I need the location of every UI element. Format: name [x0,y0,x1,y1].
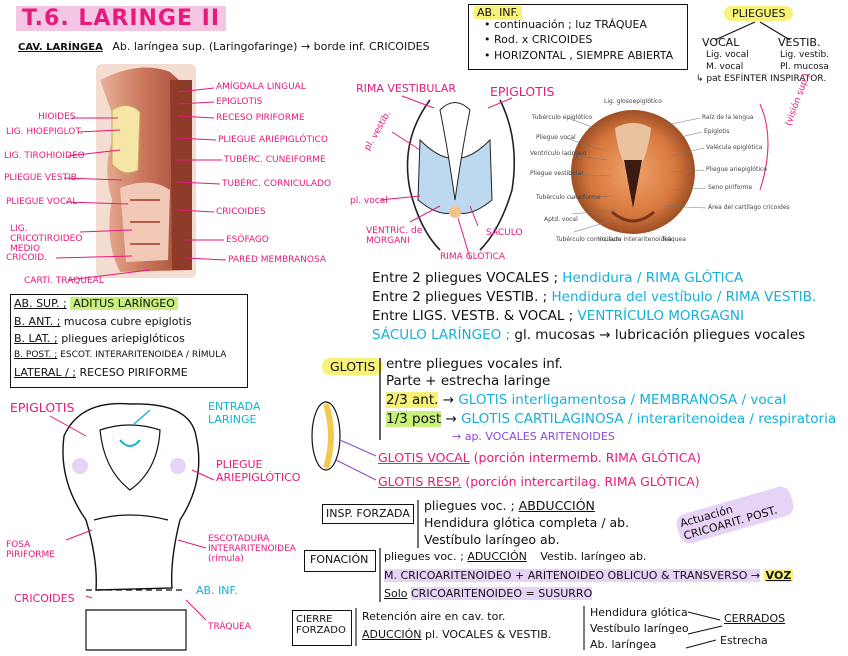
cierre-line: Retención aire en cav. tor. [362,610,505,623]
cierre-right: Hendidura glótica [590,606,688,619]
cierre-line: ADUCCIÓN pl. VOCALES & VESTIB. [362,628,551,641]
cierre-right: Ab. laríngea [590,638,656,651]
cierre-estrecha: Estrecha [720,634,768,647]
cierre-cerrados: CERRADOS [724,612,785,625]
cierre-right: Vestíbulo laríngeo [590,622,689,635]
